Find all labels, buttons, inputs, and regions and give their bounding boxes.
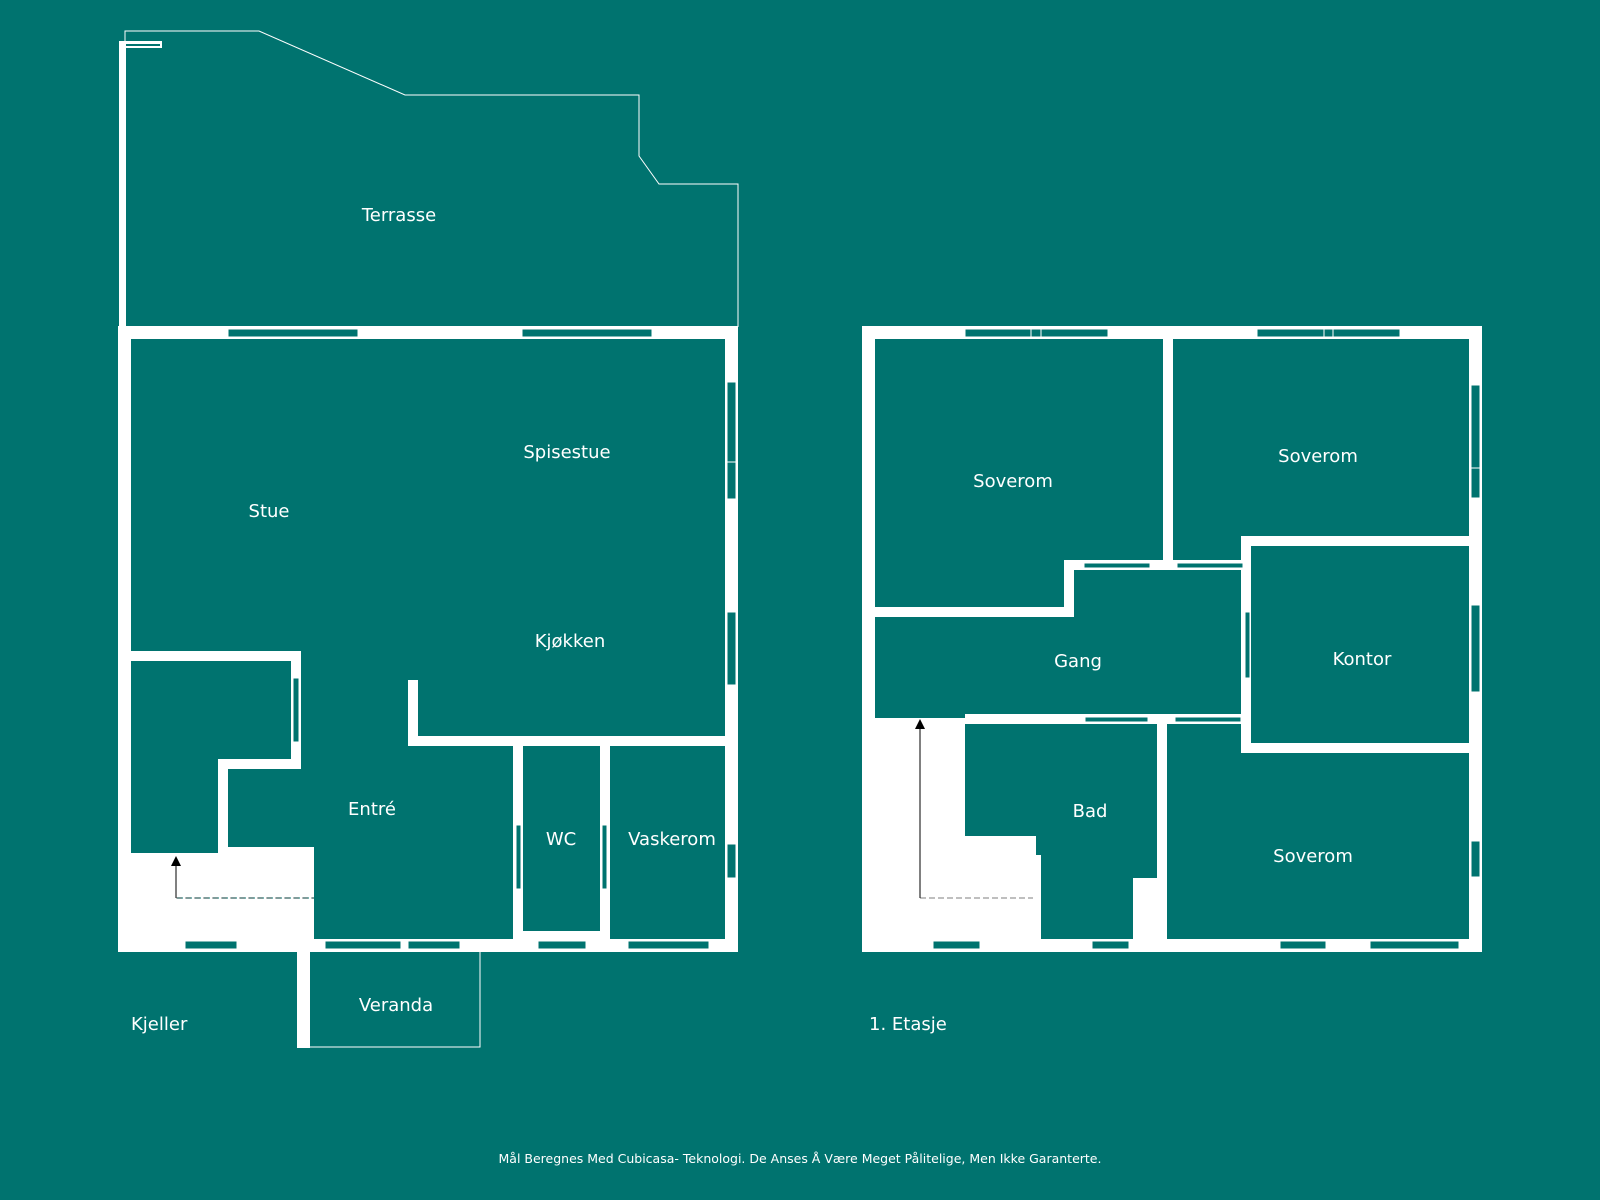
room-label-hallway: Gang [1054, 651, 1102, 672]
room-label-laundry: Vaskerom [628, 829, 716, 850]
window [227, 328, 359, 338]
window [964, 328, 1109, 338]
room-label-bedroom-se: Soverom [1273, 846, 1353, 867]
terrace-outline [119, 30, 739, 327]
room-label-wc: WC [546, 829, 576, 850]
floor-label-basement: Kjeller [131, 1014, 188, 1035]
window [932, 940, 981, 950]
room-label-kitchen: Kjøkken [535, 631, 606, 652]
floor-first: Soverom Soverom Gang Kontor Bad Soverom … [862, 326, 1482, 1035]
room-label-bedroom-ne: Soverom [1278, 446, 1358, 467]
floor-basement: Terrasse Stue Spisestue Kjøkken Entré WC… [118, 30, 739, 1048]
window [184, 940, 238, 950]
window [1470, 840, 1481, 878]
window [407, 940, 461, 950]
wall [862, 939, 1482, 952]
wall [118, 326, 131, 952]
stair-area [864, 718, 1036, 952]
room-label-bathroom: Bad [1073, 801, 1108, 822]
room-label-bedroom-nw: Soverom [973, 471, 1053, 492]
stairs-arrow [915, 719, 1033, 899]
veranda-outline [297, 952, 481, 1048]
window [627, 940, 710, 950]
window [726, 611, 737, 686]
room-label-veranda: Veranda [359, 995, 433, 1016]
floor-label-first: 1. Etasje [869, 1014, 947, 1035]
window [726, 381, 737, 500]
window [1256, 328, 1401, 338]
stairs-arrow [171, 856, 314, 899]
room-label-office: Kontor [1333, 649, 1392, 670]
wall [862, 326, 875, 952]
storage-area [118, 853, 314, 952]
window [726, 843, 737, 879]
room-label-entrance: Entré [348, 799, 396, 820]
disclaimer-text: Mål Beregnes Med Cubicasa- Teknologi. De… [499, 1151, 1102, 1166]
room-label-dining: Spisestue [523, 442, 610, 463]
window [1091, 940, 1130, 950]
window [1470, 604, 1481, 693]
window [521, 328, 653, 338]
window [1279, 940, 1327, 950]
room-label-terrace: Terrasse [361, 205, 436, 226]
window [1369, 940, 1460, 950]
room-label-living: Stue [249, 501, 290, 522]
window [537, 940, 587, 950]
window [1470, 384, 1481, 499]
window [324, 940, 402, 950]
